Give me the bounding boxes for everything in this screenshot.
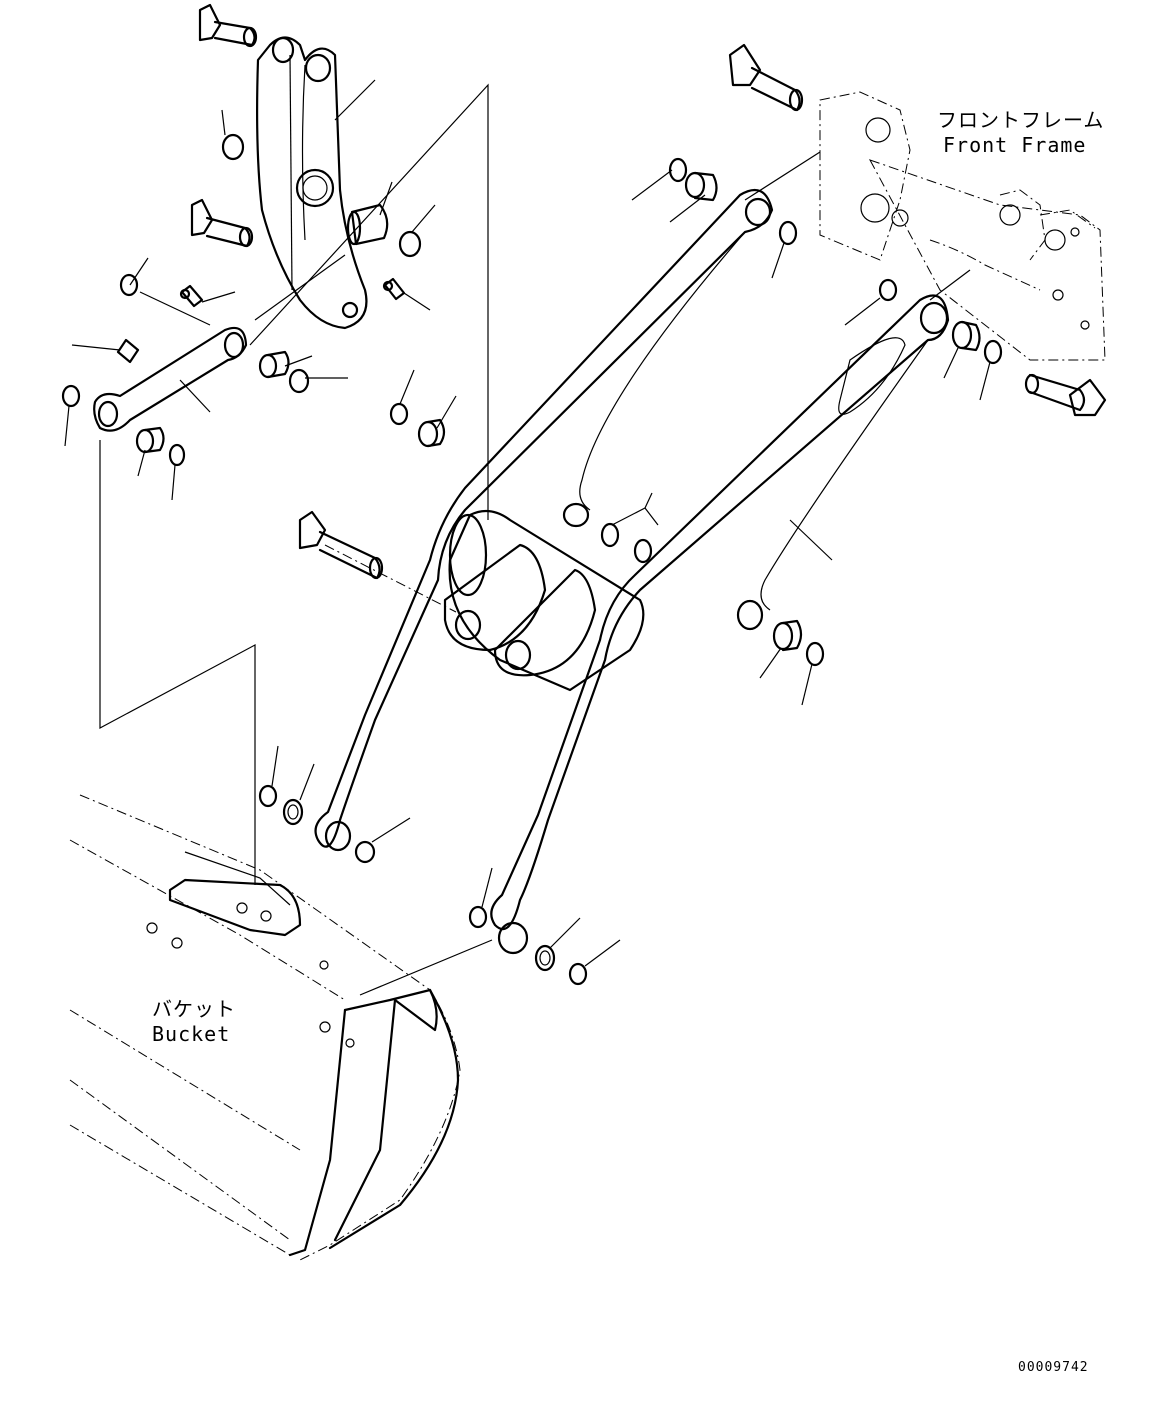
bushing-icon [684, 171, 718, 202]
ring-icon [61, 384, 81, 408]
front-frame [819, 91, 1106, 361]
pin-icon [298, 510, 384, 580]
front-frame-label-en: Front Frame [943, 133, 1086, 157]
bell-crank [256, 36, 368, 330]
ring-icon [983, 339, 1003, 365]
pin-icon [190, 198, 254, 248]
ring-icon [633, 538, 653, 564]
bushing-icon [135, 426, 165, 454]
pin-icon [728, 43, 804, 112]
ring-icon [258, 784, 278, 808]
ring-icon [878, 278, 898, 302]
bushing-icon [951, 320, 981, 352]
ring-icon [778, 220, 798, 246]
ring-icon [805, 641, 825, 667]
link-rod [93, 326, 248, 432]
ring-icon [568, 962, 588, 986]
bushing-icon [534, 944, 556, 972]
ring-icon [600, 522, 620, 548]
ring-icon [668, 157, 688, 183]
cross-tube [443, 509, 645, 692]
ring-icon [354, 840, 376, 864]
pin-icon [1024, 373, 1107, 417]
leader-lines [64, 79, 991, 967]
bucket-label-en: Bucket [152, 1022, 230, 1046]
ring-icon [468, 905, 488, 929]
grease-fitting-icon [116, 338, 140, 364]
grease-fitting-icon [382, 277, 406, 301]
pin-icon [198, 3, 258, 48]
bushing-icon [346, 203, 389, 246]
bucket-label-jp: バケット [152, 997, 236, 1021]
left-boom-arm [314, 188, 774, 852]
bushing-icon [258, 350, 290, 379]
front-frame-label-jp: フロントフレーム [937, 108, 1104, 132]
bushing-icon [772, 619, 803, 652]
ring-icon [398, 230, 422, 258]
right-boom-arm [490, 294, 950, 955]
bushing-icon [417, 418, 446, 448]
bucket [69, 794, 461, 1261]
grease-fitting-icon [179, 284, 204, 308]
drawing-number: 00009742 [1018, 1360, 1089, 1375]
bushing-icon [282, 798, 304, 826]
ring-icon [119, 273, 139, 297]
ring-icon [389, 402, 409, 426]
ring-icon [168, 443, 186, 467]
ring-icon [221, 133, 245, 161]
ring-icon [288, 368, 310, 394]
